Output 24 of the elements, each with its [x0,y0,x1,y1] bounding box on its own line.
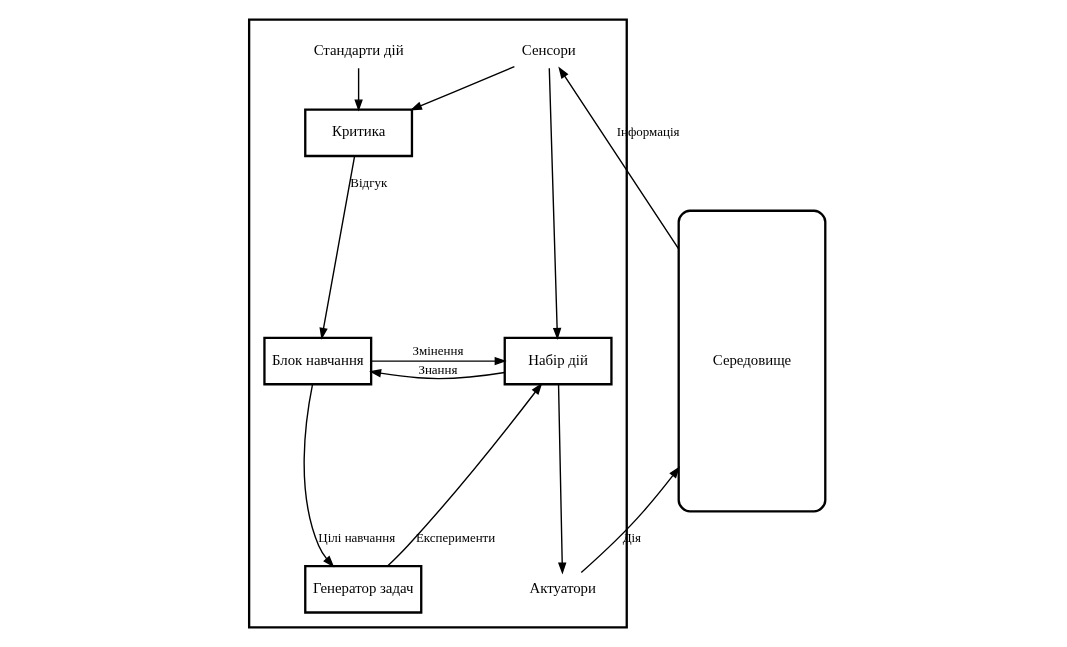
node-box: Набір дій [503,336,613,386]
arrow [369,369,506,380]
node-box: Середовище [677,209,827,513]
arrow [580,466,680,574]
edge-label: Знання [418,362,458,378]
node-text: Сенсори [521,41,576,58]
node-text: Актуатори [529,579,596,596]
edge-label: Відгук [350,174,388,190]
arrow [386,382,543,567]
arrow [548,67,562,340]
arrow [557,383,567,575]
node-box: Генератор задач [304,564,423,614]
edge-label: Змінення [412,342,464,358]
arrow [409,65,516,111]
edge-label: Цілі навчання [318,530,396,546]
node-box: Критика [304,108,414,158]
node-text: Стандарти дій [313,41,404,58]
arrow [319,155,356,340]
arrow [303,383,335,568]
arrow [354,67,363,112]
edge-label: Експерименти [415,530,496,546]
node-box: Блок навчання [263,336,373,386]
arrow [558,66,680,250]
arrow [370,356,507,366]
